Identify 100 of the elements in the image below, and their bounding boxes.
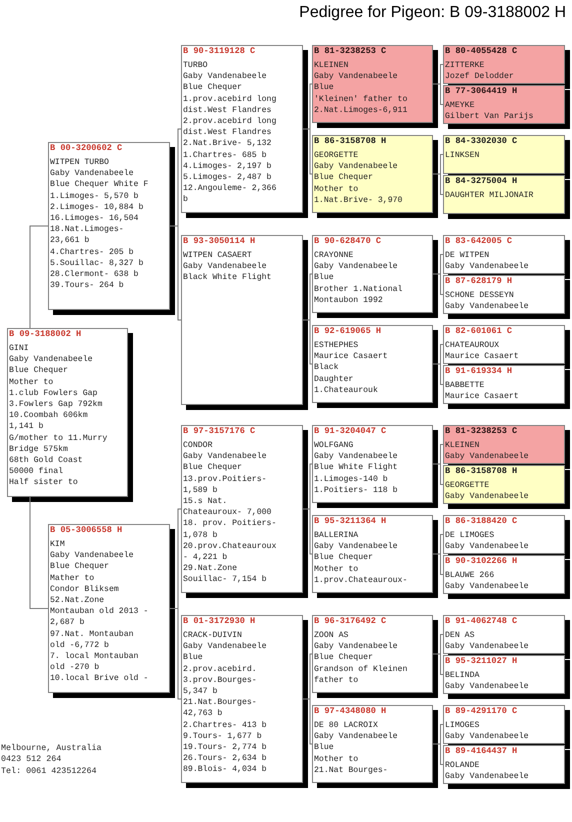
breeder-name: Gaby Vandenabeele — [50, 168, 134, 180]
performance-note: 18.Nat.Limoges- 23,661 b — [50, 224, 125, 247]
ring-number: B 86-3158708 H — [314, 136, 386, 147]
plumage-description: Blue — [314, 272, 334, 284]
performance-note: 26.Tours- 2,634 b — [183, 753, 267, 764]
pigeon-name: WITPEN TURBO — [50, 157, 109, 168]
ring-number: B 86-3188420 C — [445, 516, 518, 527]
performance-note: 1.Limoges- 5,570 b — [50, 190, 138, 202]
plumage-description: Blue Chequer — [314, 652, 373, 664]
pigeon-name: ZITTERKE — [445, 60, 484, 72]
pigeon-name: CHATEAUROUX — [445, 340, 500, 352]
breeder-name: Gaby Vandenabeele — [314, 261, 398, 272]
performance-note: father to — [314, 674, 358, 686]
performance-note: Brother 1.National Montaubon 1992 — [314, 284, 404, 306]
pigeon-name: KLEINEN — [314, 60, 348, 72]
pigeon-name: LINKSEN — [445, 150, 480, 162]
performance-note: 9.Tours- 1,677 b — [183, 730, 262, 742]
pigeon-name: KIM — [50, 539, 65, 550]
ring-number: B 83-642005 C — [445, 236, 512, 247]
performance-note: 5.Limoges- 2,487 b — [183, 172, 272, 184]
pigeon-name: KLEINEN — [445, 440, 480, 452]
performance-note: Mother to — [314, 754, 358, 765]
pigeon-name: GINI — [9, 343, 29, 354]
performance-note: 2.Chartres- 413 b — [183, 720, 267, 731]
pigeon-name: BELINDA — [445, 670, 480, 682]
ring-number: B 90-628470 C — [314, 236, 382, 247]
ring-number: B 84-3275004 H — [445, 176, 518, 187]
pigeon-name: CRAYONNE — [314, 250, 354, 262]
performance-note: Mother to — [314, 184, 358, 195]
connector-line — [30, 496, 48, 609]
breeder-name: Gaby Vandenabeele — [314, 451, 398, 462]
performance-note: 1.prov.acebird long dist.West Flandres — [183, 94, 278, 116]
connector-line — [170, 226, 182, 320]
breeder-name: Gaby Vandenabeele — [183, 261, 267, 272]
location-text: Melbourne, Australia — [1, 743, 102, 754]
performance-note: 13.prov.Poitiers- 1,589 b — [183, 474, 268, 496]
breeder-name: Gaby Vandenabeele — [314, 731, 398, 742]
performance-note: Mother to — [9, 376, 54, 388]
phone-number: Tel: 0061 423512264 — [1, 766, 96, 778]
ring-number: B 96-3176492 C — [314, 616, 386, 627]
pigeon-name: DAUGHTER MILJONAIR — [445, 190, 534, 202]
ring-number: B 93-3050114 H — [183, 236, 256, 247]
pigeon-name: BALLERINA — [314, 530, 358, 542]
plumage-description: Blue — [314, 82, 334, 94]
pigeon-name: DE LIMOGES — [445, 530, 494, 542]
performance-note: Condor Bliksem — [50, 584, 119, 596]
ring-number: B 95-3211027 H — [445, 656, 518, 667]
performance-note: 1.club Fowlers Gap — [9, 388, 98, 400]
performance-note: 2.Nat.Brive- 5,132 — [183, 138, 272, 150]
pigeon-name: DEN AS — [445, 630, 474, 642]
breeder-name: Gaby Vandenabeele — [314, 541, 398, 552]
pigeon-name: WOLFGANG — [314, 440, 354, 452]
connector-line — [432, 174, 444, 195]
performance-note: G/mother to 11.Murry Bridge 575km — [9, 432, 108, 456]
ring-number: B 05-3006558 H — [50, 525, 122, 536]
performance-note: 21.Nat Bourges- — [314, 764, 388, 776]
ring-number: B 92-619065 H — [314, 326, 382, 337]
plumage-description: Blue Chequer — [50, 561, 109, 573]
performance-note: 2.prov.acebird. — [183, 664, 257, 675]
pigeon-name: GEORGETTE — [445, 480, 490, 492]
breeder-name: Gaby Vandenabeele — [445, 491, 529, 502]
ring-number: B 77-3064419 H — [445, 86, 518, 97]
plumage-description: Blue Chequer — [183, 82, 242, 94]
breeder-name: Gilbert Van Parijs — [445, 111, 534, 122]
breeder-name: Maurice Casaert — [445, 391, 519, 402]
pigeon-name: WITPEN CASAERT — [183, 250, 252, 262]
performance-note: Mather to — [50, 572, 94, 584]
ring-number: B 81-3238253 C — [445, 426, 518, 437]
performance-note: 1.Nat.Brive- 3,970 — [314, 194, 402, 206]
performance-note: 2.Limoges- 10,884 b — [50, 202, 144, 214]
ring-number: B 00-3200602 C — [50, 143, 122, 154]
performance-note: 1.prov.Chateauroux- — [314, 574, 408, 586]
performance-note: 18. prov. Poitiers- 1,078 b — [183, 518, 278, 541]
plumage-description: Blue Chequer — [9, 365, 68, 377]
performance-note: 10.local Brive old - — [50, 673, 148, 685]
performance-note: 4.Limoges- 2,197 b — [183, 160, 272, 172]
breeder-name: Gaby Vandenabeele — [445, 641, 529, 652]
performance-note: Daughter — [314, 374, 354, 385]
breeder-name: Gaby Vandenabeele — [183, 451, 267, 462]
performance-note: 12.Angouleme- 2,366 b — [183, 183, 278, 206]
performance-note: 2.Nat.Limoges-6,911 — [314, 104, 408, 116]
performance-note: 1.Limoges-140 b — [314, 474, 388, 485]
performance-note: 3.Fowlers Gap 792km — [9, 399, 102, 410]
pigeon-name: DE WITPEN — [445, 250, 490, 262]
connector-line — [432, 84, 444, 105]
plumage-description: Blue White Flight — [314, 462, 398, 474]
performance-note: Half sister to — [9, 477, 78, 489]
breeder-name: Maurice Casaert — [314, 351, 388, 362]
breeder-name: Gaby Vandenabeele — [9, 354, 93, 366]
pigeon-name: SCHONE DESSEYN — [445, 290, 514, 302]
performance-note: 1.Chateaurouk — [314, 384, 378, 396]
connector-line — [432, 464, 444, 485]
performance-note: 15.s Nat. Chateauroux- 7,000 — [183, 496, 272, 518]
connector-line — [432, 654, 444, 675]
pigeon-name: DE 80 LACROIX — [314, 720, 378, 732]
breeder-name: Gaby Vandenabeele — [445, 771, 529, 782]
performance-note: Grandson of Kleinen — [314, 664, 408, 675]
breeder-name: Jozef Delodder — [445, 71, 514, 82]
pigeon-name: TURBO — [183, 60, 208, 72]
ring-number: B 87-628179 H — [445, 276, 512, 287]
